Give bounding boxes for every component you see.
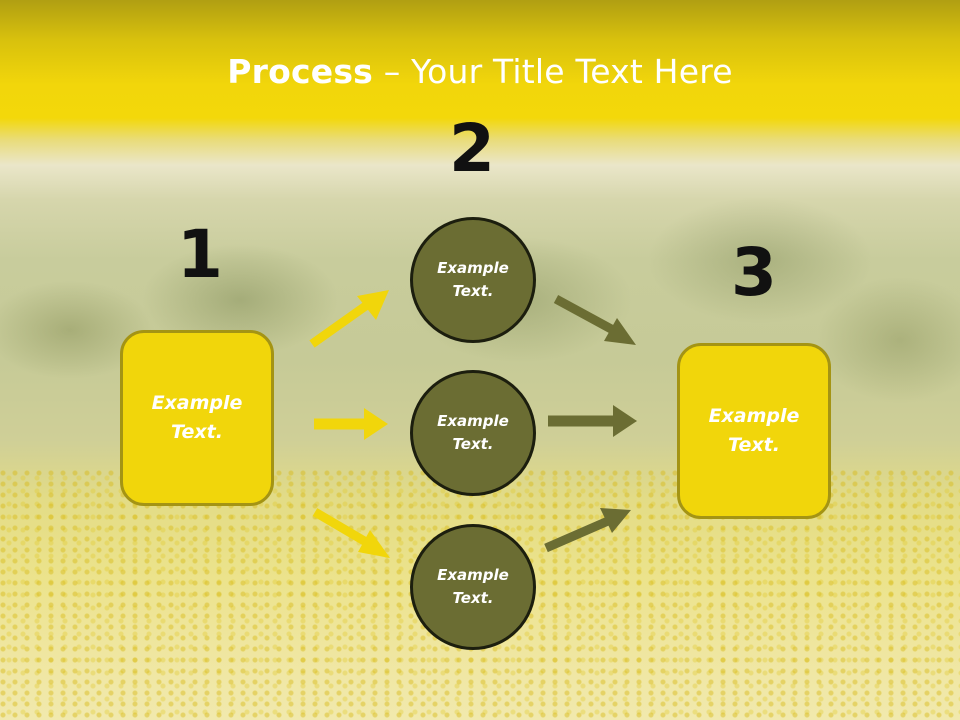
arrow-down-right-olive <box>553 295 636 345</box>
step-3-text: Example Text. <box>708 405 800 456</box>
circle-top-text: Example Text. <box>437 259 509 300</box>
arrow-right-olive <box>548 405 637 437</box>
circle-middle-text: Example Text. <box>437 412 509 453</box>
arrow-up-right-yellow <box>309 290 389 348</box>
arrow-down-right-yellow <box>312 508 390 558</box>
title-rest-text: – Your Title Text Here <box>373 52 733 91</box>
circle-top: Example Text. <box>410 217 536 343</box>
step-number-2: 2 <box>449 110 495 187</box>
slide-title: Process – Your Title Text Here <box>0 52 960 91</box>
circle-middle: Example Text. <box>410 370 536 496</box>
title-bold-word: Process <box>227 52 374 91</box>
arrow-up-right-olive <box>544 508 631 553</box>
step-number-3: 3 <box>731 234 777 311</box>
step-3-box: Example Text. <box>677 343 831 519</box>
circle-bottom-text: Example Text. <box>437 566 509 607</box>
circle-bottom: Example Text. <box>410 524 536 650</box>
step-1-box: Example Text. <box>120 330 274 506</box>
step-number-1: 1 <box>177 216 223 293</box>
step-1-text: Example Text. <box>151 392 243 443</box>
arrow-right-yellow <box>314 408 388 440</box>
